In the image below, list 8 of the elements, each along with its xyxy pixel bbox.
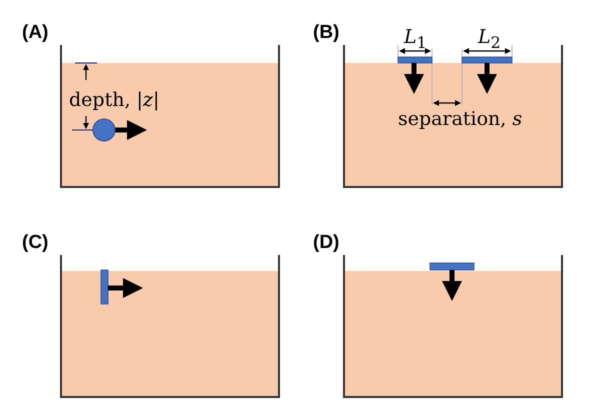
dimension-label: depth, |z| [69, 89, 160, 111]
dimension-label: separation, s [398, 108, 522, 130]
panel-label: (B) [313, 22, 340, 44]
panel-label: (D) [313, 232, 340, 254]
dimension-label: L$_{2}$ [478, 26, 501, 52]
panel-label: (A) [22, 22, 48, 44]
panel-label: (C) [22, 232, 48, 254]
dimension-label: L$_{1}$ [404, 26, 427, 52]
